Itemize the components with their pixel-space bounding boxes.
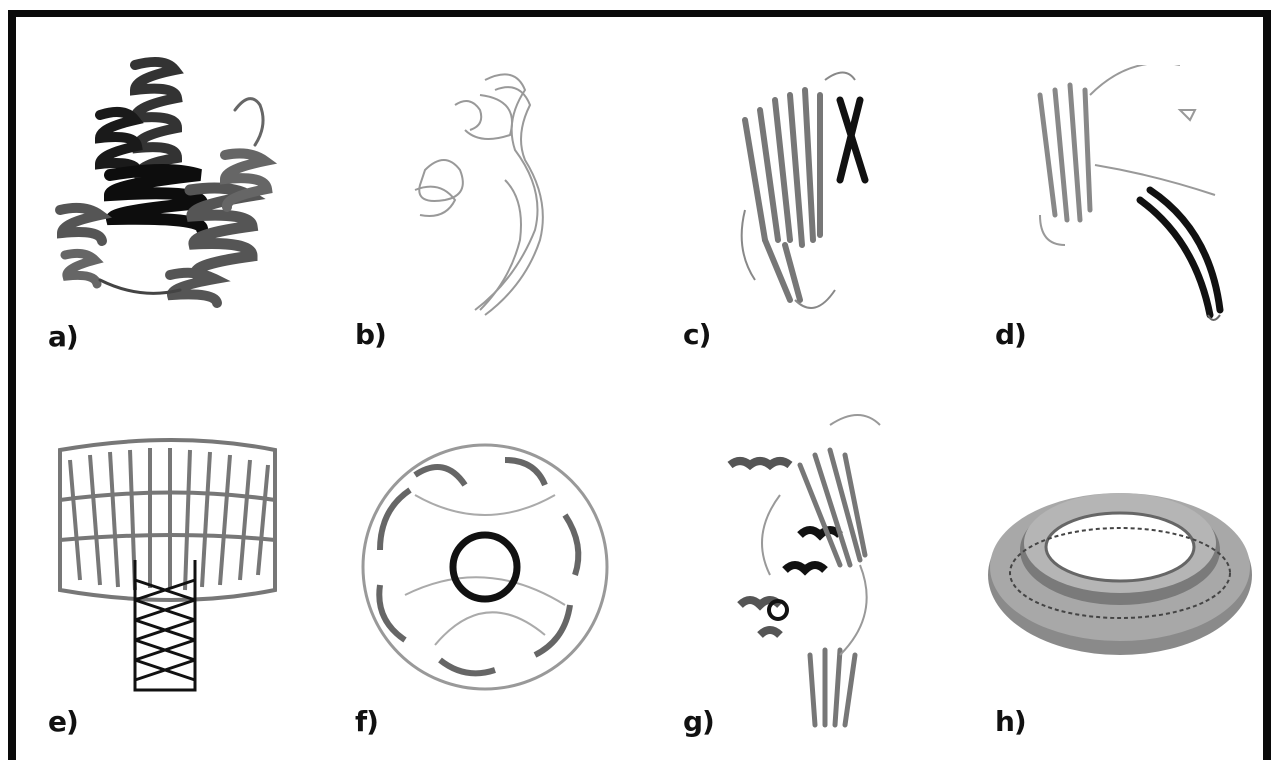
panel-b-label: b): [355, 318, 386, 351]
figure-frame-left: [8, 10, 16, 760]
panel-b-elongated-structure: [385, 60, 585, 330]
panel-e-pore-side-view: [40, 430, 295, 700]
panel-c-label: c): [683, 318, 710, 351]
panel-c-beta-sheet: [725, 60, 895, 330]
panel-a-label: a): [48, 320, 78, 353]
panel-f-label: f): [355, 705, 378, 738]
panel-d-label: d): [995, 318, 1026, 351]
panel-e-label: e): [48, 705, 78, 738]
panel-f-pore-top-view: [355, 435, 615, 700]
panel-a-helical-bundle: [40, 50, 310, 320]
panel-g-label: g): [683, 705, 714, 738]
figure-frame-top: [8, 10, 1271, 17]
figure-frame-right: [1263, 10, 1271, 760]
panel-h-ring-surface: [985, 455, 1255, 665]
panel-h-label: h): [995, 705, 1026, 738]
panel-d-beta-hairpin: [1020, 65, 1240, 330]
panel-g-mixed-domain: [720, 405, 900, 735]
